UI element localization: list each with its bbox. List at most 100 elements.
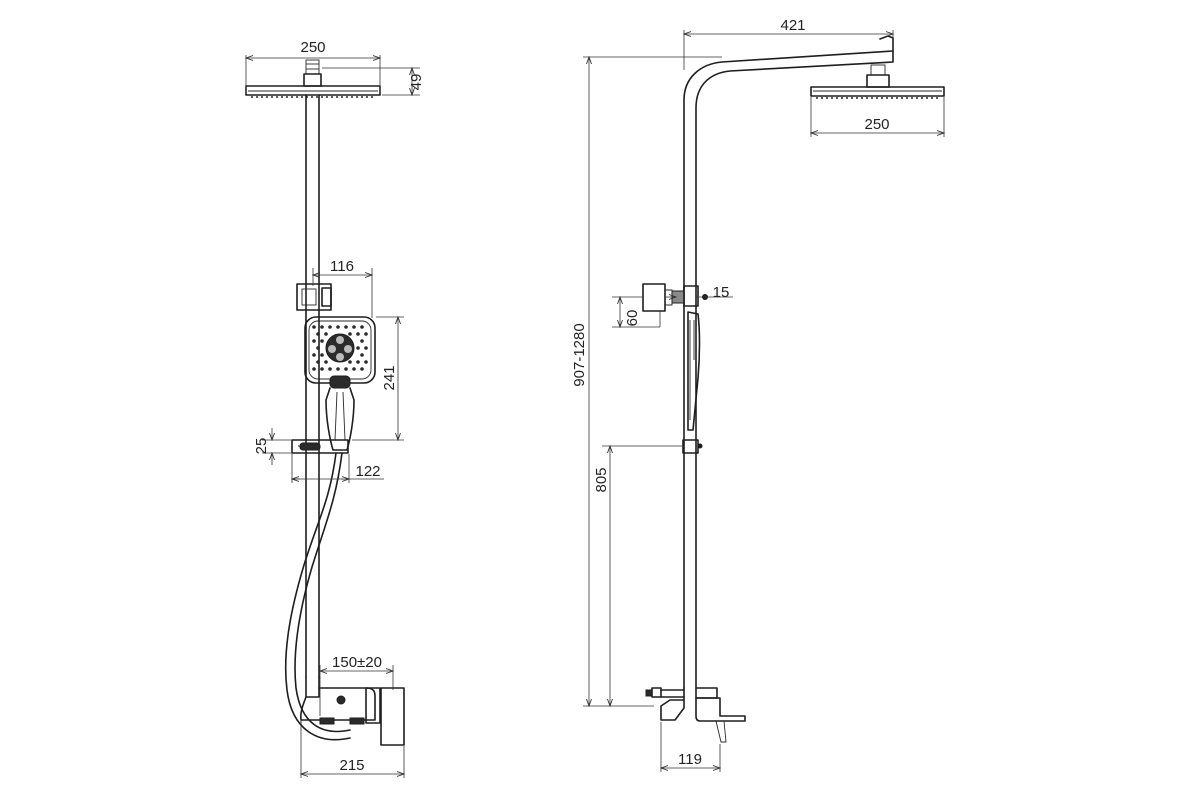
side-head-width-label: 250 [864, 116, 889, 133]
nozzle-dot [271, 96, 273, 98]
side-bracket-offset-label: 15 [713, 284, 730, 301]
nozzle-dot [326, 96, 328, 98]
front-dimensions: 250 49 116 241 25 [246, 39, 425, 778]
hand-nozzle-dot [316, 332, 320, 336]
nozzle-dot [846, 97, 848, 99]
front-head-height-label: 49 [408, 74, 425, 91]
hand-nozzle-dot [360, 339, 364, 343]
nozzle-dot [816, 97, 818, 99]
nozzle-dot [861, 97, 863, 99]
side-view: 421 250 907-1280 60 15 805 [571, 17, 944, 772]
hand-nozzle-dot [344, 367, 348, 371]
nozzle-dot [841, 97, 843, 99]
front-shower-head [245, 59, 381, 98]
hand-nozzle-dot [336, 367, 340, 371]
hand-nozzle-dot [320, 353, 324, 357]
nozzle-dot [336, 96, 338, 98]
nozzle-dot [346, 96, 348, 98]
side-bracket-height-label: 60 [624, 310, 641, 327]
hand-nozzle-dot [364, 346, 368, 350]
side-holder-height-label: 805 [593, 467, 610, 492]
nozzle-dot [301, 96, 303, 98]
hand-nozzle-dot [312, 353, 316, 357]
nozzle-dot [916, 97, 918, 99]
nozzle-dot [321, 96, 323, 98]
front-hand-shower-height-label: 241 [381, 365, 398, 390]
front-sliding-bracket [296, 283, 332, 311]
front-view: 250 49 116 241 25 [246, 39, 425, 778]
hand-nozzle-dot [356, 360, 360, 364]
hand-nozzle-dot [348, 360, 352, 364]
nozzle-dot [931, 97, 933, 99]
nozzle-dot [361, 96, 363, 98]
nozzle-dot [281, 96, 283, 98]
nozzle-dot [881, 97, 883, 99]
side-shower-arm [683, 35, 894, 689]
hand-nozzle-dot [352, 367, 356, 371]
nozzle-dot [356, 96, 358, 98]
side-mixer [645, 687, 746, 743]
nozzle-dot [921, 97, 923, 99]
nozzle-dot [871, 97, 873, 99]
nozzle-dot [296, 96, 298, 98]
side-holder [682, 439, 703, 454]
front-holder-projection-label: 122 [355, 463, 380, 480]
front-shower-rail [305, 94, 320, 678]
nozzle-dot [831, 97, 833, 99]
hand-nozzle-dot [312, 339, 316, 343]
front-head-width-label: 250 [300, 39, 325, 56]
hand-nozzle-dot [328, 325, 332, 329]
hand-nozzle-dot [356, 346, 360, 350]
side-arm-reach-label: 421 [780, 17, 805, 34]
nozzle-dot [866, 97, 868, 99]
hand-nozzle-dot [360, 353, 364, 357]
front-mixer [300, 676, 405, 746]
front-holder-height-label: 25 [253, 438, 270, 455]
side-sliding-bracket [642, 283, 708, 312]
hand-nozzle-dot [336, 325, 340, 329]
nozzle-dot [371, 96, 373, 98]
hand-nozzle-dot [312, 325, 316, 329]
nozzle-dot [896, 97, 898, 99]
front-holder [291, 439, 349, 454]
hand-nozzle-dot [312, 367, 316, 371]
nozzle-dot [851, 97, 853, 99]
hand-nozzle-dot [356, 332, 360, 336]
side-total-height-label: 907-1280 [571, 323, 588, 386]
hand-nozzle-dot [320, 339, 324, 343]
hand-nozzle-dot [328, 367, 332, 371]
nozzle-dot [826, 97, 828, 99]
hand-nozzle-dot [360, 367, 364, 371]
side-mixer-depth-label: 119 [678, 751, 702, 768]
nozzle-dot [926, 97, 928, 99]
nozzle-dot [251, 96, 253, 98]
nozzle-dot [316, 96, 318, 98]
hand-nozzle-dot [348, 332, 352, 336]
hand-nozzle-dot [324, 360, 328, 364]
nozzle-dot [936, 97, 938, 99]
hand-nozzle-dot [316, 346, 320, 350]
nozzle-dot [291, 96, 293, 98]
nozzle-dot [341, 96, 343, 98]
nozzle-dot [906, 97, 908, 99]
side-shower-head [810, 64, 945, 99]
hand-nozzle-dot [352, 325, 356, 329]
hand-nozzle-dot [360, 325, 364, 329]
nozzle-dot [256, 96, 258, 98]
nozzle-dot [366, 96, 368, 98]
front-connector-spacing-label: 150±20 [332, 654, 382, 671]
nozzle-dot [261, 96, 263, 98]
nozzle-dot [886, 97, 888, 99]
nozzle-dot [351, 96, 353, 98]
side-dimensions: 421 250 907-1280 60 15 805 [571, 17, 944, 772]
nozzle-dot [821, 97, 823, 99]
front-hand-shower [304, 316, 376, 451]
nozzle-dot [901, 97, 903, 99]
hand-nozzle-dot [320, 325, 324, 329]
nozzle-dot [286, 96, 288, 98]
hand-nozzle-dot [324, 332, 328, 336]
nozzle-dot [836, 97, 838, 99]
front-hose [284, 452, 351, 741]
nozzle-dot [266, 96, 268, 98]
